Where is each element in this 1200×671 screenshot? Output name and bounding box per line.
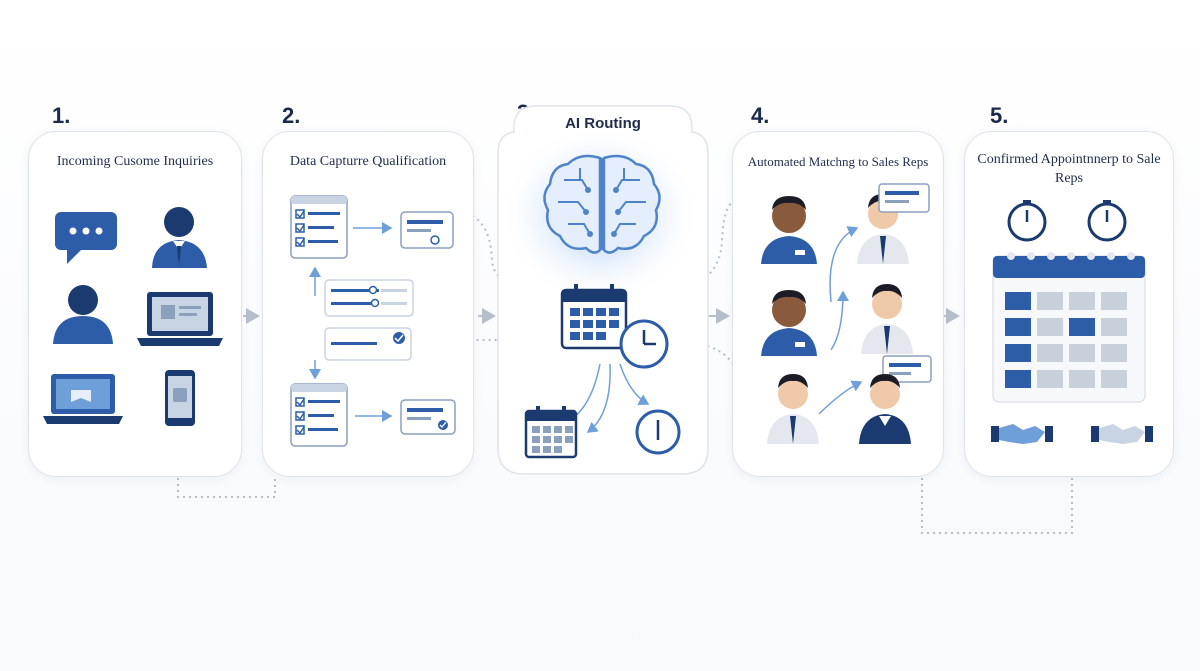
sales-rep-icon xyxy=(761,196,817,264)
checked-form-icon xyxy=(324,327,412,361)
chat-card-icon xyxy=(878,183,930,213)
calendar-icon xyxy=(992,252,1146,403)
dotted-hub-4-top xyxy=(659,199,739,291)
step-4-card: Automated Matchng to Sales Reps xyxy=(732,131,944,477)
chat-bubble-icon xyxy=(55,212,117,264)
slider-form-icon xyxy=(324,279,414,317)
ai-brain-icon xyxy=(543,154,661,254)
laptop-image-icon xyxy=(43,374,123,424)
step-2-title: Data Capturre Qualification xyxy=(289,154,447,169)
sales-rep-icon xyxy=(859,374,911,444)
clock-icon xyxy=(1007,200,1047,242)
laptop-icon xyxy=(137,292,223,346)
step-2-number: 2. xyxy=(282,103,301,128)
qualification-forms xyxy=(290,195,456,447)
sales-rep-icon xyxy=(857,194,909,264)
step-4-title: Automated Matchng to Sales Reps xyxy=(747,154,929,169)
sales-rep-matching xyxy=(761,183,932,444)
step-3-title: AI Routing xyxy=(565,115,641,132)
step-5-number: 5. xyxy=(990,103,1009,128)
checklist-form-icon xyxy=(290,195,348,259)
sales-rep-icon xyxy=(861,284,913,354)
sales-rep-icon xyxy=(767,374,819,444)
clock-icon xyxy=(635,409,681,455)
smartphone-icon xyxy=(165,370,195,426)
step-2-card: Data Capturre Qualification xyxy=(262,131,474,477)
input-card-icon xyxy=(400,211,454,249)
dotted-4-5 xyxy=(921,478,1073,534)
clock-icon xyxy=(619,319,669,369)
step-5-title: Confirmed Appointnnerp to Sale Reps xyxy=(977,152,1161,186)
step-1-title: Incoming Cusome Inquiries xyxy=(56,154,214,169)
sales-rep-icon xyxy=(761,290,817,356)
step-1-number: 1. xyxy=(52,103,71,128)
handshake-icon xyxy=(1091,424,1153,444)
user-icon xyxy=(53,285,113,344)
step-5-card: Confirmed Appointnnerp to Sale Reps xyxy=(964,131,1174,477)
confirmed-card-icon xyxy=(400,399,456,435)
step-1-card: Incoming Cusome Inquiries xyxy=(28,131,242,477)
step-4-number: 4. xyxy=(751,103,770,128)
chat-card-icon xyxy=(882,355,932,383)
calendar-icon xyxy=(524,406,578,459)
dotted-1-2 xyxy=(177,478,276,498)
checklist-form-icon xyxy=(290,383,348,447)
businessman-icon xyxy=(152,207,207,268)
handshake-icon xyxy=(991,424,1053,444)
calendar-icon xyxy=(560,284,628,350)
confirmed-appointment xyxy=(991,200,1153,444)
clock-icon xyxy=(1087,200,1127,242)
